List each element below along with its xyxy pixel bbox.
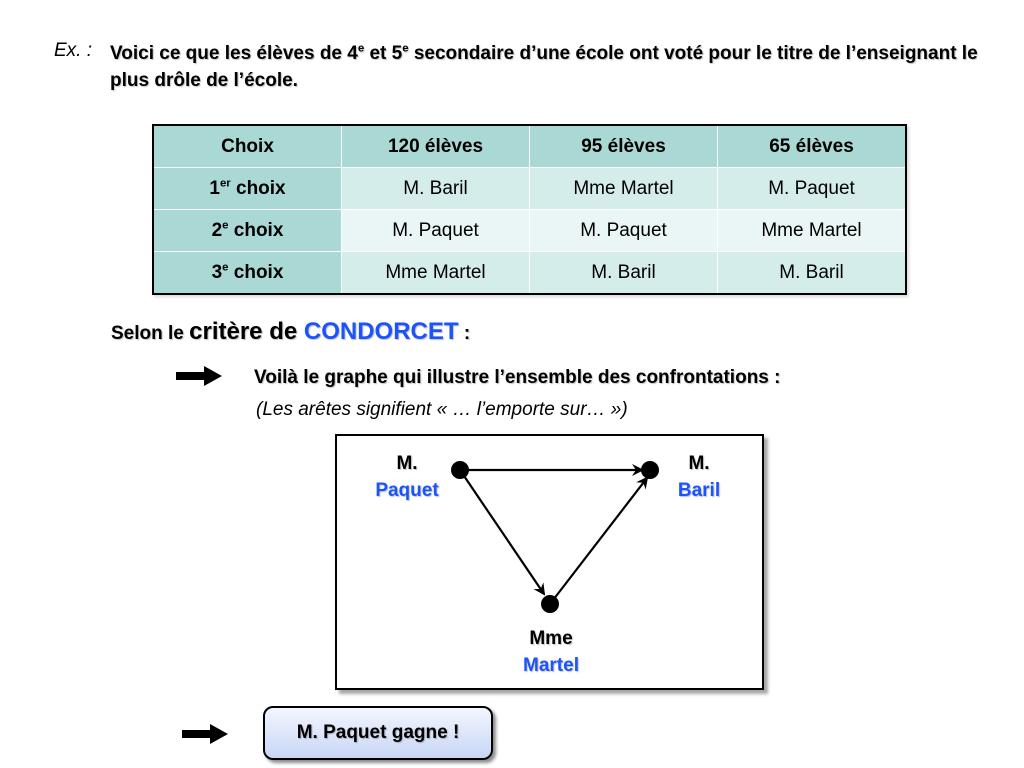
condorcet-graph: M. Paquet M. Baril Mme Martel <box>335 434 764 690</box>
table-header-row: Choix 120 élèves 95 élèves 65 élèves <box>153 125 907 168</box>
choice-label: 2e choix <box>153 209 342 252</box>
votes-table: Choix 120 élèves 95 élèves 65 élèves 1er… <box>152 124 907 295</box>
table-cell: M. Baril <box>341 167 530 210</box>
winner-box: M. Paquet gagne ! <box>263 706 493 760</box>
table-row: 1er choix M. Baril Mme Martel M. Paquet <box>153 167 907 210</box>
table-cell: M. Baril <box>529 251 718 295</box>
graph-canvas <box>451 461 659 613</box>
edge-martel-baril <box>549 476 649 605</box>
table-cell: M. Baril <box>717 251 907 295</box>
node-paquet <box>451 461 469 479</box>
choice-label: 1er choix <box>153 167 342 210</box>
condorcet-keyword: CONDORCET <box>303 318 459 345</box>
table-cell: Mme Martel <box>717 209 907 252</box>
table-header-cell: 120 élèves <box>341 125 530 168</box>
intro-text: Voici ce que les élèves de 4e et 5e seco… <box>110 42 978 91</box>
table-header-cell: 65 élèves <box>717 125 907 168</box>
table-row: 2e choix M. Paquet M. Paquet Mme Martel <box>153 209 907 252</box>
node-baril <box>641 461 659 479</box>
node-martel <box>541 595 559 613</box>
right-arrow-icon <box>182 724 228 744</box>
graph-title: Voilà le graphe qui illustre l’ensemble … <box>254 367 781 388</box>
edge-paquet-martel <box>459 469 546 596</box>
node-label-paquet: M. Paquet <box>375 453 439 501</box>
node-label-baril: M. Baril <box>677 453 721 501</box>
table-header-cell: 95 élèves <box>529 125 718 168</box>
table-header-cell: Choix <box>153 125 342 168</box>
node-label-martel: Mme Martel <box>523 628 579 676</box>
table-row: 3e choix Mme Martel M. Baril M. Baril <box>153 251 907 295</box>
graph-note: (Les arêtes signifient « … l’emporte sur… <box>256 399 628 420</box>
example-label: Ex. : <box>54 40 93 61</box>
table-cell: Mme Martel <box>341 251 530 295</box>
table-cell: M. Paquet <box>717 167 907 210</box>
right-arrow-icon <box>176 366 222 386</box>
table-cell: M. Paquet <box>529 209 718 252</box>
table-cell: Mme Martel <box>529 167 718 210</box>
choice-label: 3e choix <box>153 251 342 295</box>
criterion-heading: Selon le critère de CONDORCET : <box>111 318 471 345</box>
table-cell: M. Paquet <box>341 209 530 252</box>
